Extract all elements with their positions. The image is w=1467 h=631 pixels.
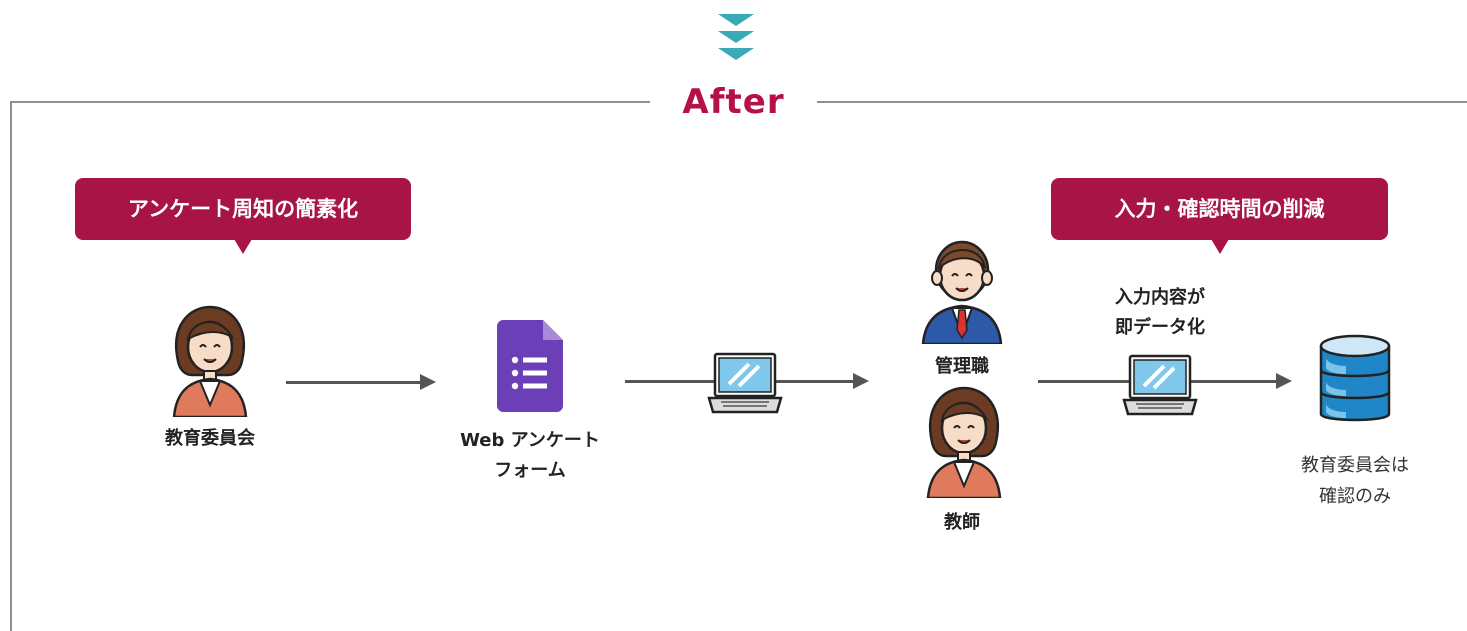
board-member-woman-icon — [172, 305, 248, 417]
frame-line-left — [10, 101, 12, 631]
data-label-line2: 即データ化 — [1115, 317, 1205, 338]
callout-left-text: アンケート周知の簡素化 — [127, 197, 359, 221]
teacher-woman-icon — [926, 386, 1002, 498]
board-label: 教育委員会 — [165, 428, 255, 449]
db-label-line1: 教育委員会は — [1301, 455, 1409, 476]
db-label-line2: 確認のみ — [1319, 486, 1391, 507]
arrow-users-to-db-head — [1276, 373, 1292, 389]
callout-left: アンケート周知の簡素化 — [75, 178, 411, 254]
form-label-line1: Web アンケート — [460, 430, 600, 451]
teacher-label: 教師 — [944, 512, 980, 533]
callout-right: 入力・確認時間の削減 — [1051, 178, 1388, 254]
form-label-line2: フォーム — [494, 460, 566, 481]
laptop-icon — [707, 352, 783, 414]
callout-left-tail — [234, 239, 252, 254]
arrow-form-to-users-head — [853, 373, 869, 389]
arrow-board-to-form-line — [286, 381, 420, 384]
laptop-icon — [1122, 354, 1198, 416]
frame-line-top-right — [817, 101, 1467, 103]
web-form-icon — [497, 320, 563, 412]
manager-man-icon — [921, 240, 1003, 344]
callout-right-text: 入力・確認時間の削減 — [1114, 197, 1325, 221]
frame-line-top-left — [10, 101, 650, 103]
after-title: After — [682, 82, 785, 122]
callout-right-tail — [1210, 239, 1229, 254]
data-label-line1: 入力内容が — [1115, 287, 1205, 308]
database-icon — [1319, 334, 1391, 422]
down-chevrons-icon — [718, 14, 754, 60]
manager-label: 管理職 — [935, 356, 989, 377]
arrow-board-to-form-head — [420, 374, 436, 390]
